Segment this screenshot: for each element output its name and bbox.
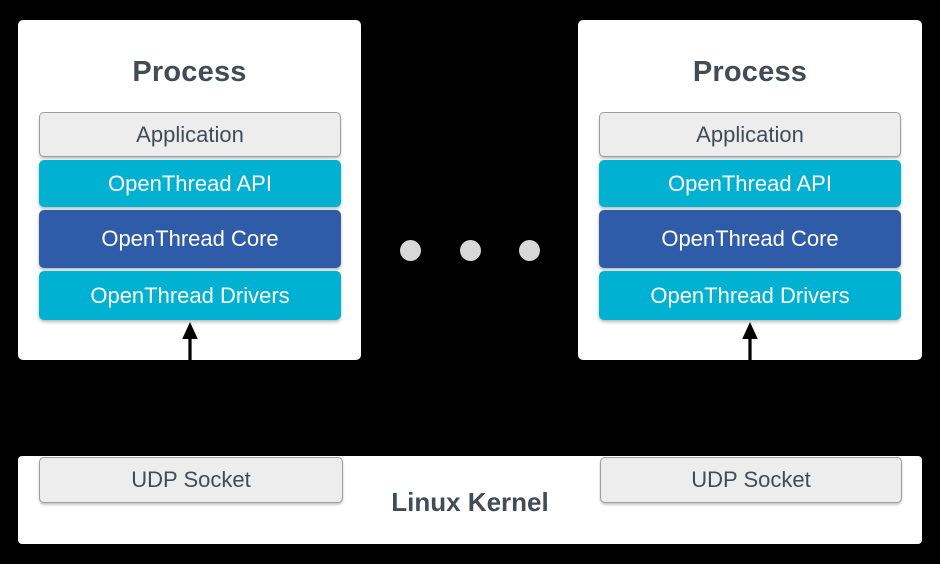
application-box: Application bbox=[599, 112, 901, 157]
kernel-to-drivers-arrow-icon bbox=[742, 322, 758, 360]
openthread-api-label: OpenThread API bbox=[668, 170, 832, 196]
process-card-right: Process Application OpenThread API OpenT… bbox=[578, 20, 922, 360]
openthread-drivers-label: OpenThread Drivers bbox=[90, 282, 290, 308]
openthread-api-label: OpenThread API bbox=[108, 170, 272, 196]
openthread-drivers-box: OpenThread Drivers bbox=[39, 271, 341, 320]
openthread-core-box: OpenThread Core bbox=[39, 210, 341, 268]
application-label: Application bbox=[696, 121, 804, 147]
linux-kernel-label: Linux Kernel bbox=[391, 487, 549, 517]
openthread-drivers-box: OpenThread Drivers bbox=[599, 271, 901, 320]
udp-socket-label: UDP Socket bbox=[131, 467, 251, 492]
application-label: Application bbox=[136, 121, 244, 147]
udp-socket-box-left: UDP Socket bbox=[39, 457, 343, 503]
ellipsis-dot bbox=[459, 240, 481, 261]
udp-socket-label: UDP Socket bbox=[691, 467, 811, 492]
openthread-drivers-label: OpenThread Drivers bbox=[650, 282, 850, 308]
process-title: Process bbox=[692, 56, 808, 88]
openthread-api-box: OpenThread API bbox=[599, 160, 901, 207]
linux-kernel-bar: UDP Socket Linux Kernel UDP Socket bbox=[18, 456, 922, 544]
openthread-api-box: OpenThread API bbox=[39, 160, 341, 207]
ellipsis-dot bbox=[400, 240, 421, 261]
application-box: Application bbox=[39, 112, 341, 157]
openthread-core-label: OpenThread Core bbox=[661, 226, 839, 251]
ellipsis bbox=[400, 240, 540, 261]
kernel-to-drivers-arrow-icon bbox=[181, 322, 198, 360]
ellipsis-dot bbox=[519, 240, 540, 261]
openthread-core-label: OpenThread Core bbox=[101, 226, 279, 251]
udp-socket-box-right: UDP Socket bbox=[600, 457, 902, 503]
process-title: Process bbox=[132, 56, 247, 88]
process-card-left: Process Application OpenThread API OpenT… bbox=[18, 20, 361, 360]
openthread-core-box: OpenThread Core bbox=[599, 210, 901, 268]
